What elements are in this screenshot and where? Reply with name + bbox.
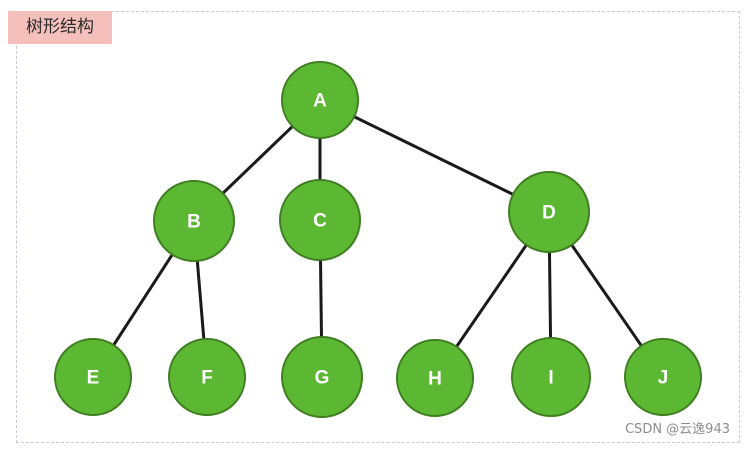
tree-node-circle-f[interactable] — [168, 338, 246, 416]
tree-node-circle-e[interactable] — [54, 338, 132, 416]
tree-node-circle-j[interactable] — [624, 338, 702, 416]
tree-node-h[interactable]: H — [396, 339, 474, 417]
tree-node-g[interactable]: G — [281, 336, 363, 418]
tree-node-label-j: J — [658, 368, 669, 389]
tree-node-circle-c[interactable] — [279, 179, 361, 261]
tree-node-j[interactable]: J — [624, 338, 702, 416]
tree-node-circle-a[interactable] — [281, 61, 359, 139]
tree-node-circle-i[interactable] — [511, 337, 591, 417]
diagram-caption-chip: 树形结构 — [8, 11, 112, 44]
watermark-text: CSDN @云逸943 — [624, 422, 730, 437]
tree-node-label-g: G — [315, 368, 330, 389]
diagram-caption-label: 树形结构 — [26, 17, 94, 37]
diagram-frame — [16, 11, 740, 443]
tree-node-label-f: F — [201, 368, 213, 389]
tree-node-label-h: H — [428, 369, 442, 390]
tree-node-circle-g[interactable] — [281, 336, 363, 418]
tree-node-a[interactable]: A — [281, 61, 359, 139]
tree-node-circle-d[interactable] — [508, 171, 590, 253]
tree-node-e[interactable]: E — [54, 338, 132, 416]
tree-node-circle-b[interactable] — [153, 180, 235, 262]
tree-node-d[interactable]: D — [508, 171, 590, 253]
tree-node-label-c: C — [313, 211, 327, 232]
tree-node-c[interactable]: C — [279, 179, 361, 261]
tree-node-label-e: E — [87, 368, 100, 389]
tree-node-f[interactable]: F — [168, 338, 246, 416]
tree-node-label-i: I — [548, 368, 553, 389]
tree-edge-a-d — [319, 98, 550, 214]
tree-node-label-a: A — [313, 91, 327, 112]
tree-node-layer: A B C D E F G H I J — [54, 61, 702, 418]
tree-node-i[interactable]: I — [511, 337, 591, 417]
tree-node-label-b: B — [187, 212, 201, 233]
tree-node-circle-h[interactable] — [396, 339, 474, 417]
tree-node-b[interactable]: B — [153, 180, 235, 262]
tree-node-label-d: D — [542, 203, 556, 224]
